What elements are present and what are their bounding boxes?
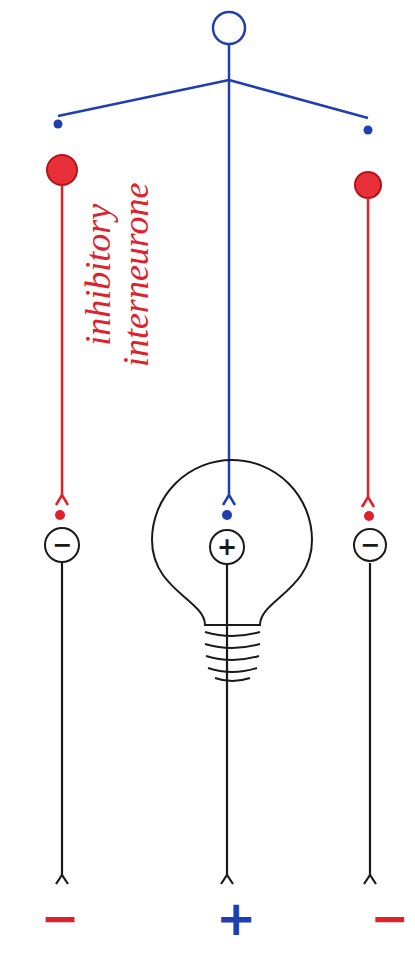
interneurone-label: inhibitory interneurone [80, 125, 156, 425]
synapse-dot [54, 120, 63, 129]
synapse-dot [55, 510, 65, 520]
sign-text: + [217, 535, 237, 559]
sign-text: − [360, 533, 380, 557]
synapse-dot [222, 510, 232, 520]
interneurone-body [355, 172, 381, 198]
bulb-thread [205, 632, 260, 681]
sign-label: − [41, 895, 80, 941]
synapse-dot [364, 126, 373, 135]
light-bulb [152, 460, 312, 625]
axon-terminal [56, 875, 376, 884]
axon [228, 44, 231, 495]
neuron-circle: − [44, 527, 80, 563]
output-axon [62, 563, 370, 875]
sign-label: − [370, 895, 409, 941]
sensory-neuron-body [213, 12, 245, 44]
axon-terminal [56, 495, 374, 507]
axon-branch [58, 80, 368, 118]
synapse-dot [364, 511, 374, 521]
sign-label: + [216, 894, 256, 942]
sign-text: − [52, 533, 72, 557]
axon-terminal [223, 495, 235, 505]
neuron-circle: + [209, 529, 245, 565]
interneurone-body [47, 155, 77, 185]
neuron-circle: − [353, 528, 387, 562]
